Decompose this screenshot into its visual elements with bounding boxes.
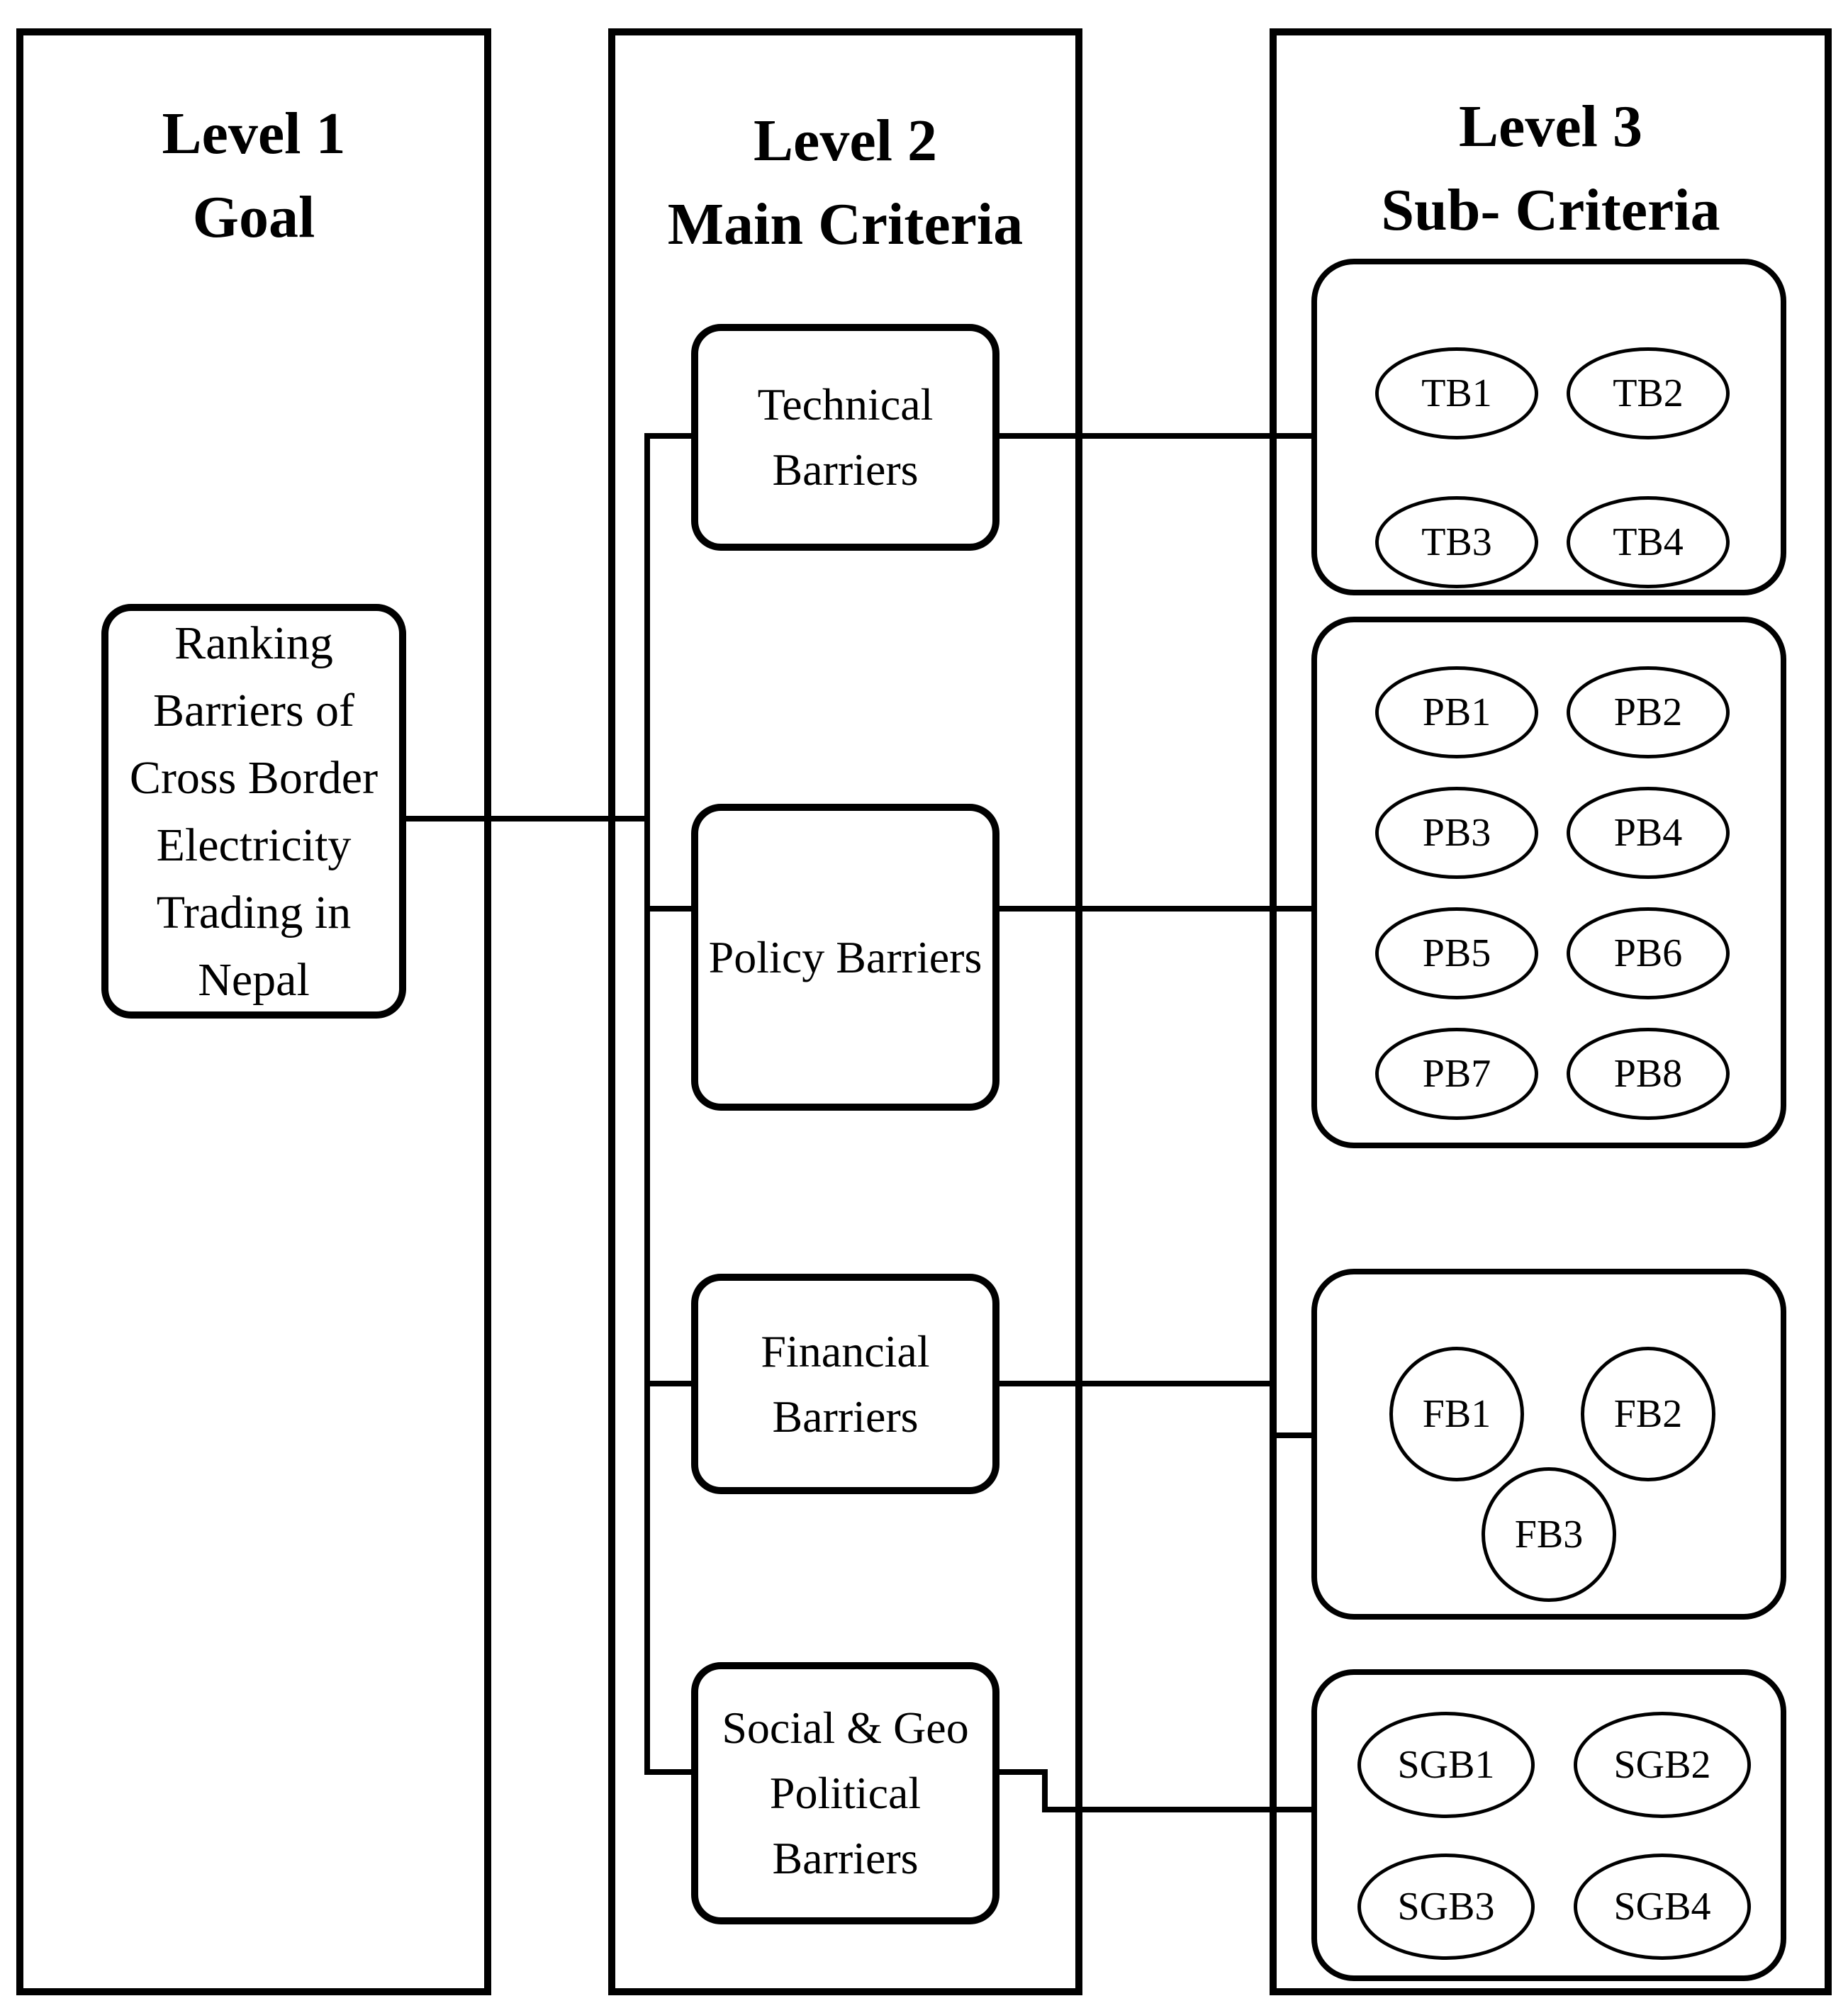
subcriterion-label-fb1: FB1 — [1422, 1392, 1491, 1436]
subcriterion-ellipse-pb5: PB5 — [1375, 907, 1538, 999]
subcriterion-ellipse-tb3: TB3 — [1375, 496, 1538, 588]
subcriterion-label-sgb3: SGB3 — [1397, 1885, 1495, 1929]
subcriterion-ellipse-tb4: TB4 — [1567, 496, 1730, 588]
subcriterion-label-sgb4: SGB4 — [1613, 1885, 1711, 1929]
subcriterion-label-pb6: PB6 — [1613, 931, 1683, 975]
subcriterion-label-pb5: PB5 — [1422, 931, 1491, 975]
subcriterion-ellipse-fb3: FB3 — [1482, 1467, 1616, 1602]
level2-heading-line1: Level 2 — [754, 108, 937, 174]
subcriterion-ellipse-sgb4: SGB4 — [1574, 1854, 1751, 1960]
level2-heading: Level 2 Main Criteria — [608, 99, 1082, 267]
subcriterion-ellipse-tb2: TB2 — [1567, 347, 1730, 439]
subcriterion-ellipse-fb1: FB1 — [1389, 1347, 1524, 1481]
subcriterion-label-sgb1: SGB1 — [1397, 1743, 1495, 1787]
social-connector-segment-1-line — [999, 1769, 1048, 1775]
subcriterion-label-tb4: TB4 — [1613, 520, 1684, 564]
technical-to-subcriteria-connector-line — [999, 433, 1311, 439]
level2-heading-line2: Main Criteria — [667, 191, 1024, 257]
subcriterion-ellipse-pb6: PB6 — [1567, 907, 1730, 999]
financial-barriers-box: Financial Barriers — [691, 1274, 999, 1494]
subcriterion-ellipse-pb7: PB7 — [1375, 1028, 1538, 1120]
subcriterion-ellipse-sgb1: SGB1 — [1357, 1712, 1535, 1818]
financial-barriers-label: Financial Barriers — [761, 1325, 930, 1442]
subcriterion-ellipse-pb1: PB1 — [1375, 666, 1538, 758]
subcriterion-ellipse-tb1: TB1 — [1375, 347, 1538, 439]
financial-subcriteria-entry-line — [1270, 1432, 1311, 1438]
financial-subcriteria-group: FB1 FB2 FB3 — [1311, 1269, 1786, 1620]
subcriterion-ellipse-sgb3: SGB3 — [1357, 1854, 1535, 1960]
social-subcriteria-group: SGB1 SGB2 SGB3 SGB4 — [1311, 1669, 1786, 1981]
subcriterion-label-fb3: FB3 — [1514, 1513, 1584, 1557]
subcriterion-ellipse-sgb2: SGB2 — [1574, 1712, 1751, 1818]
subcriterion-label-pb7: PB7 — [1422, 1052, 1491, 1096]
level1-heading-line1: Level 1 — [162, 101, 346, 167]
goal-box: Ranking Barriers of Cross Border Electri… — [101, 604, 406, 1019]
policy-barriers-label: Policy Barriers — [708, 931, 982, 982]
subcriterion-label-sgb2: SGB2 — [1613, 1743, 1711, 1787]
policy-barriers-box: Policy Barriers — [691, 804, 999, 1111]
criteria-trunk-line — [644, 433, 650, 1775]
trunk-to-financial-connector-line — [647, 1381, 691, 1386]
trunk-to-social-connector-line — [647, 1769, 691, 1775]
technical-subcriteria-group: TB1 TB2 TB3 TB4 — [1311, 259, 1786, 595]
level1-heading-line2: Goal — [192, 184, 315, 250]
subcriterion-label-fb2: FB2 — [1613, 1392, 1683, 1436]
policy-to-subcriteria-connector-line — [999, 906, 1311, 912]
technical-barriers-box: Technical Barriers — [691, 324, 999, 551]
subcriterion-label-pb8: PB8 — [1613, 1052, 1683, 1096]
goal-label: Ranking Barriers of Cross Border Electri… — [129, 617, 379, 1006]
subcriterion-label-pb2: PB2 — [1613, 690, 1683, 734]
policy-subcriteria-group: PB1 PB2 PB3 PB4 PB5 PB6 PB7 PB8 — [1311, 617, 1786, 1148]
goal-to-trunk-connector-line — [406, 816, 647, 822]
subcriterion-label-tb3: TB3 — [1421, 520, 1492, 564]
subcriterion-ellipse-pb3: PB3 — [1375, 787, 1538, 879]
subcriterion-ellipse-pb2: PB2 — [1567, 666, 1730, 758]
technical-barriers-label: Technical Barriers — [757, 379, 934, 495]
social-geo-political-barriers-label: Social & Geo Political Barriers — [722, 1703, 969, 1883]
trunk-to-policy-connector-line — [647, 906, 691, 912]
subcriterion-label-pb1: PB1 — [1422, 690, 1491, 734]
subcriterion-ellipse-pb8: PB8 — [1567, 1028, 1730, 1120]
level3-heading-line1: Level 3 — [1459, 94, 1642, 159]
trunk-to-technical-connector-line — [647, 433, 691, 439]
social-connector-segment-2-line — [1042, 1807, 1311, 1812]
social-connector-step-line — [1042, 1769, 1048, 1812]
subcriterion-label-tb1: TB1 — [1421, 371, 1492, 415]
level3-heading: Level 3 Sub- Criteria — [1270, 85, 1832, 252]
subcriterion-label-pb4: PB4 — [1613, 811, 1683, 855]
level3-heading-line2: Sub- Criteria — [1381, 177, 1720, 243]
level1-heading: Level 1 Goal — [16, 92, 491, 259]
subcriterion-ellipse-pb4: PB4 — [1567, 787, 1730, 879]
social-geo-political-barriers-box: Social & Geo Political Barriers — [691, 1662, 999, 1924]
subcriterion-label-pb3: PB3 — [1422, 811, 1491, 855]
financial-to-subcriteria-connector-line — [999, 1381, 1275, 1386]
subcriterion-ellipse-fb2: FB2 — [1581, 1347, 1715, 1481]
subcriterion-label-tb2: TB2 — [1613, 371, 1684, 415]
